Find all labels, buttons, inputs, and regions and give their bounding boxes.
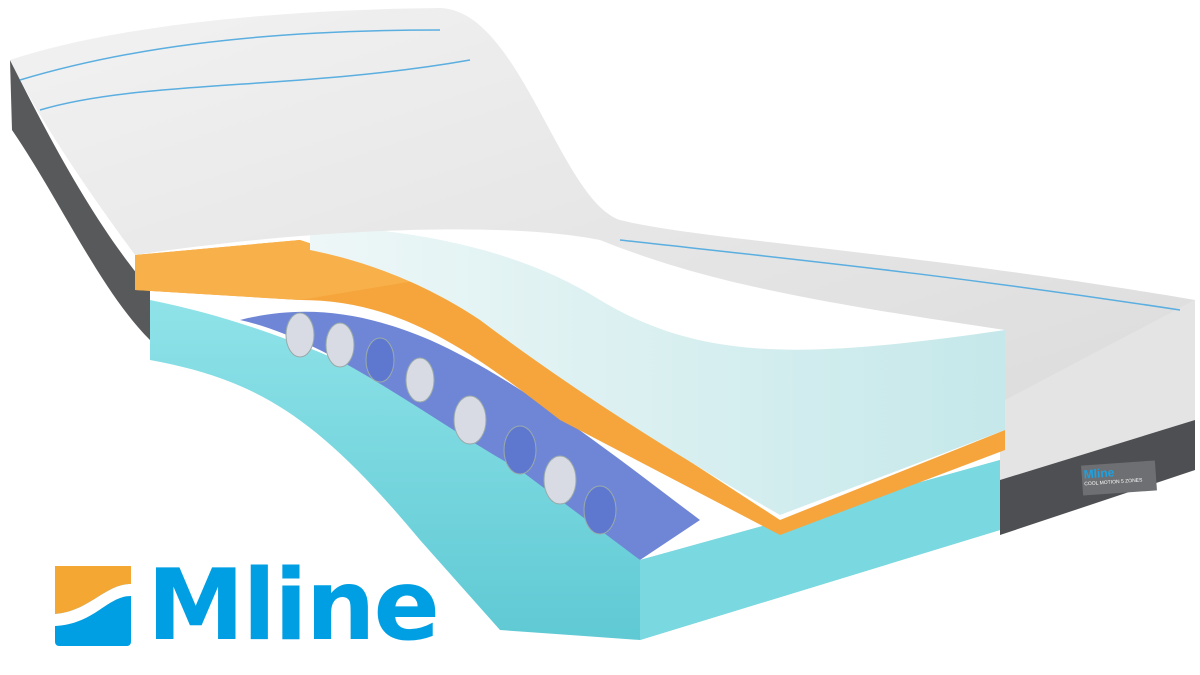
mline-logo-mark-icon — [55, 566, 131, 646]
orange-comfort-layer — [135, 240, 1005, 535]
mattress-side-edge — [10, 60, 150, 340]
brand-name: Mline — [147, 549, 440, 663]
product-label-tag: Mline COOL MOTION 5 ZONES — [1081, 460, 1157, 496]
spring-coils — [285, 312, 617, 535]
cover-wave-stitching — [19, 29, 1181, 311]
mattress-cover — [10, 8, 1195, 400]
brand-logo: Mline — [55, 549, 440, 663]
cool-gel-foam-layer — [310, 225, 1005, 515]
